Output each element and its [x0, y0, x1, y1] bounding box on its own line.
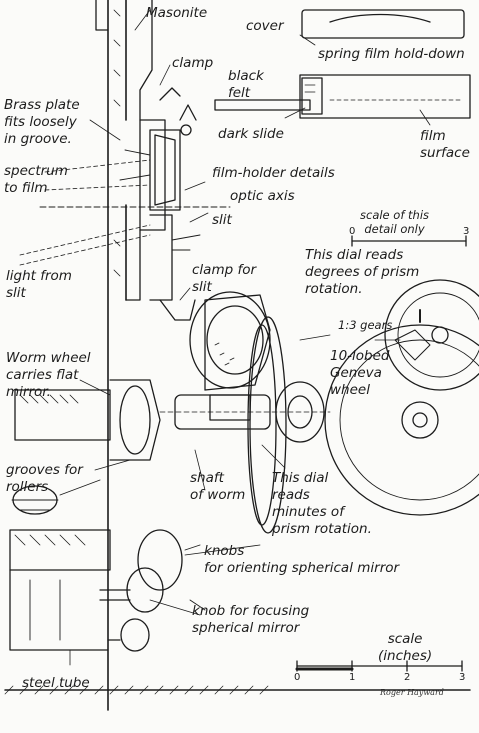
- lower-structure: [4, 529, 471, 695]
- spherical-mirror-knobs: [99, 529, 206, 652]
- label-scale-inches: scale (inches): [378, 631, 433, 664]
- detail-scale-min: 0: [349, 226, 356, 237]
- label-dial-degrees: This dial reads degrees of prism rotatio…: [305, 247, 420, 297]
- detail-scale-max: 3: [463, 226, 470, 237]
- label-shaft-of-worm: shaft of worm: [190, 470, 246, 503]
- light-rays: [19, 224, 151, 266]
- label-masonite: Masonite: [146, 5, 208, 21]
- label-knob-focusing: knob for focusing spherical mirror: [192, 603, 310, 636]
- main-scale-tick-3: 3: [459, 672, 466, 683]
- label-brass-plate: Brass plate fits loosely in groove.: [4, 97, 80, 147]
- roller-grooves: [11, 479, 101, 515]
- label-grooves-for-rollers: grooves for rollers: [6, 462, 83, 495]
- label-clamp: clamp: [172, 55, 214, 71]
- label-dark-slide: dark slide: [218, 126, 284, 142]
- main-scale-tick-0: 0: [294, 672, 301, 683]
- label-film-surface: film surface: [420, 128, 470, 161]
- slit-assembly: [149, 214, 201, 321]
- label-scale-of-detail: scale of this detail only: [360, 208, 430, 236]
- label-knobs-orienting: knobs for orienting spherical mirror: [204, 543, 400, 576]
- label-slit: slit: [212, 212, 232, 228]
- label-steel-tube: steel tube: [22, 675, 90, 691]
- worm-wheel: [14, 379, 161, 461]
- film-holder: [119, 87, 197, 211]
- main-scale-tick-1: 1: [349, 672, 356, 683]
- label-spectrum-to-film: spectrum to film: [4, 163, 68, 196]
- gear-dial-detail: [324, 279, 479, 516]
- minutes-dial-disc: [247, 316, 287, 534]
- masonite-wall: [95, 0, 166, 711]
- prism-housing: [189, 291, 271, 421]
- main-scale-bar: [295, 660, 463, 672]
- spectrum-rays: [44, 159, 151, 191]
- label-gears: 1:3 gears: [338, 318, 393, 332]
- label-black-felt: black felt: [228, 68, 264, 101]
- label-dial-minutes: This dial reads minutes of prism rotatio…: [272, 470, 372, 537]
- label-film-holder-details: film-holder details: [212, 165, 335, 181]
- worm-shaft: [159, 381, 331, 443]
- detail-scale-bar: [351, 235, 467, 247]
- label-geneva-wheel: 10-lobed Geneva wheel: [330, 348, 390, 398]
- label-clamp-for-slit: clamp for slit: [192, 262, 257, 295]
- leader-lines: [69, 9, 431, 666]
- label-light-from-slit: light from slit: [6, 268, 72, 301]
- film-holder-detail: [214, 9, 471, 119]
- label-spring-film-hold-down: spring film hold-down: [318, 46, 465, 62]
- signature: Roger Hayward: [380, 688, 444, 697]
- label-optic-axis: optic axis: [230, 188, 295, 204]
- main-scale-tick-2: 2: [404, 672, 411, 683]
- label-worm-wheel: Worm wheel carries flat mirror.: [6, 350, 91, 400]
- label-cover: cover: [246, 18, 284, 34]
